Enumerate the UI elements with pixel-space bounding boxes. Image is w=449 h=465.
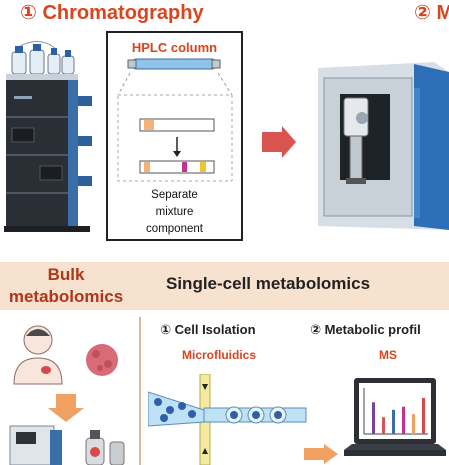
separate-mixture-label: Separate mixture component xyxy=(108,187,241,238)
arrow-down-icon xyxy=(48,394,84,422)
laptop-illustration xyxy=(344,376,449,465)
ms-label: MS xyxy=(379,348,397,362)
spectrum-bar xyxy=(382,417,385,434)
hplc-column-drawing xyxy=(108,33,241,183)
hplc-instrument-illustration xyxy=(0,36,100,236)
spectrum-bar xyxy=(402,407,405,434)
metabolic-profiling-title: ② Metabolic profil xyxy=(310,322,421,338)
single-cell-metabolomics-title: Single-cell metabolomics xyxy=(166,274,370,294)
hplc-column-panel: HPLC column Separate mixture component xyxy=(106,31,243,241)
spectrum-bar xyxy=(392,410,395,434)
column-tube-icon xyxy=(128,59,220,69)
bulk-workflow-illustration xyxy=(0,318,138,465)
arrow-right-orange-icon xyxy=(304,444,338,465)
section-divider xyxy=(139,317,141,465)
step1-title: ① Chromatography xyxy=(20,0,204,25)
tissue-icon xyxy=(86,344,118,376)
spectrum-bar xyxy=(372,402,375,434)
droplet-icon xyxy=(226,407,286,423)
bulk-metabolomics-title: Bulk metabolomics xyxy=(0,264,132,308)
microfluidics-label: Microfluidics xyxy=(182,348,256,362)
step2-title: ② M xyxy=(414,0,449,25)
microfluidics-chip-illustration xyxy=(148,374,308,465)
mass-spectrometer-illustration xyxy=(310,58,449,230)
spectrum-bar xyxy=(422,398,425,434)
cell-isolation-title: ① Cell Isolation xyxy=(160,322,256,338)
spectrum-bar xyxy=(412,414,415,434)
person-icon xyxy=(14,326,62,384)
arrow-right-icon xyxy=(262,126,296,158)
solvent-bottles-icon xyxy=(12,41,74,74)
